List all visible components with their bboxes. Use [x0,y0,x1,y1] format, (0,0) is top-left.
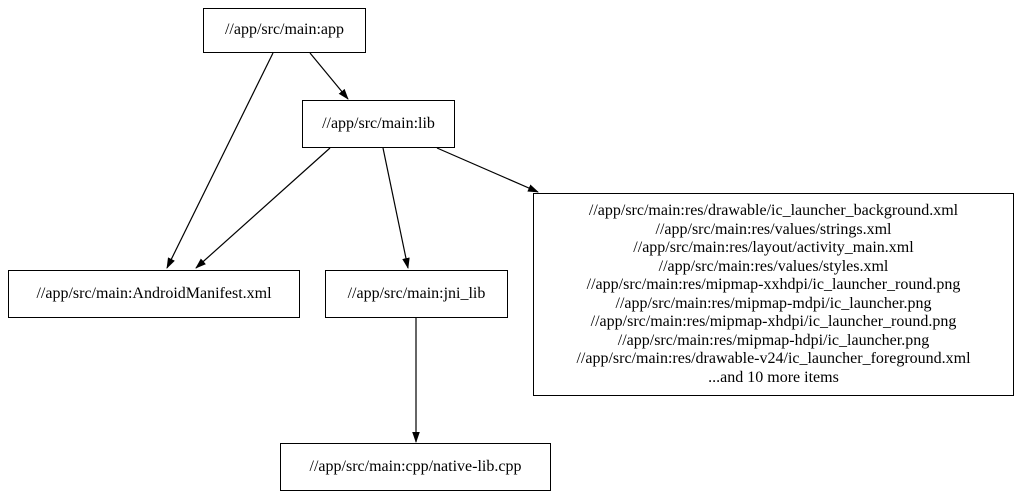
node-androidmanifest-target: //app/src/main:AndroidManifest.xml [8,270,300,318]
node-res-files-group: //app/src/main:res/drawable/ic_launcher_… [533,193,1014,396]
edge-app-to-androidmanifest [166,52,274,269]
node-lib-target: //app/src/main:lib [302,100,455,148]
node-jni-lib-target: //app/src/main:jni_lib [325,270,508,318]
edge-lib-to-res-group [436,147,539,193]
edge-lib-to-androidmanifest [195,147,331,269]
edge-app-to-lib [309,52,349,100]
node-app-target: //app/src/main:app [203,8,366,53]
node-native-lib-cpp-target: //app/src/main:cpp/native-lib.cpp [280,443,551,491]
edge-lib-to-jni-lib [382,147,410,269]
